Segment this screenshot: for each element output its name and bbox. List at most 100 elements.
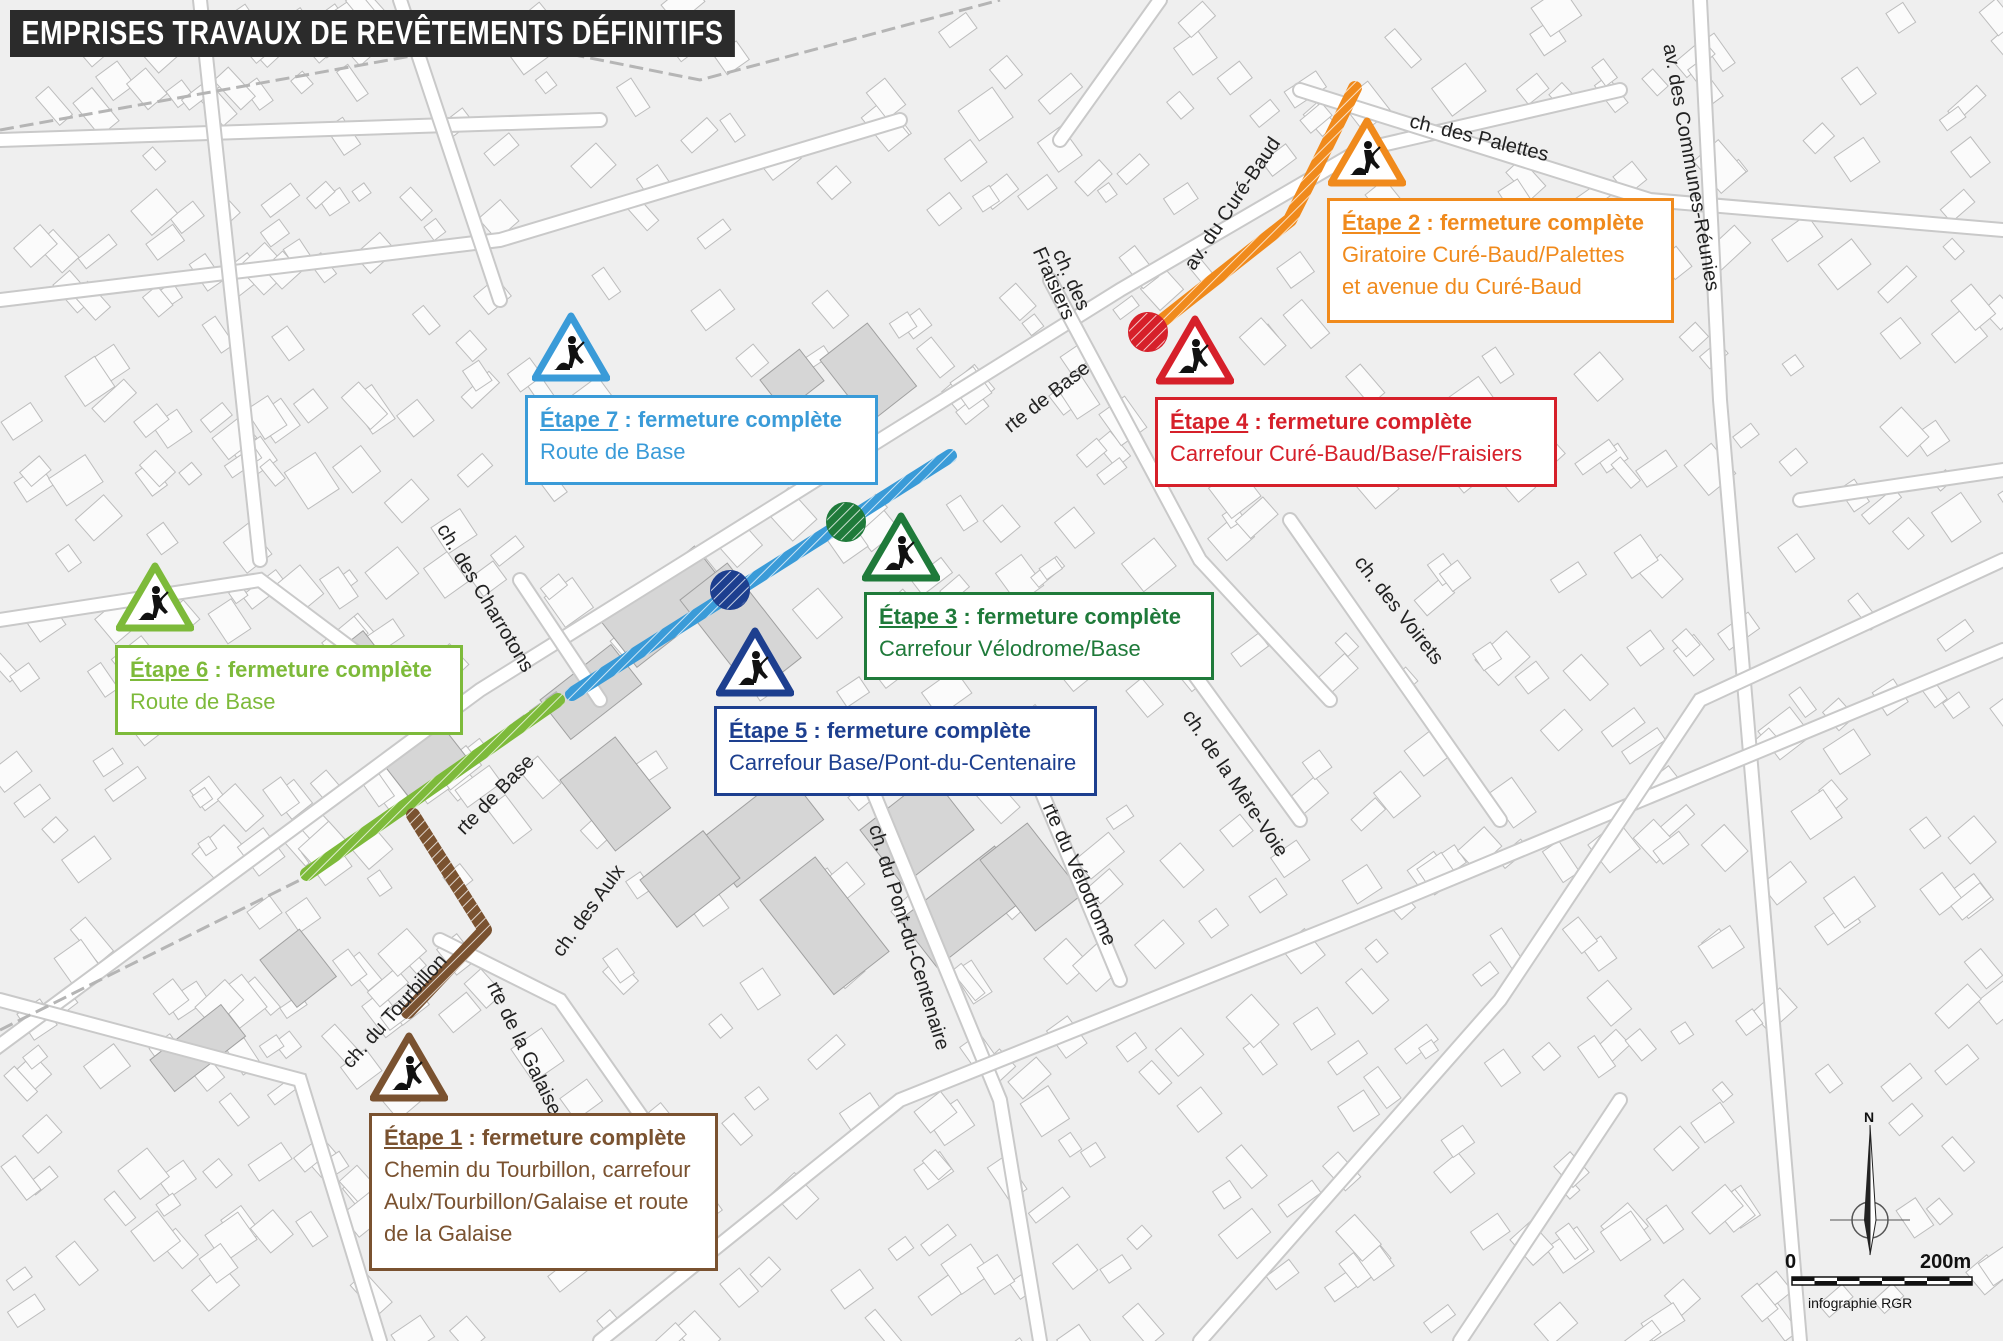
building [1645,1204,1685,1245]
building [1422,1303,1457,1334]
building [1711,1081,1734,1104]
building [735,343,770,378]
building [197,835,218,857]
building [1515,72,1550,106]
building [719,112,746,143]
building [1539,708,1584,752]
building [1471,960,1500,987]
stage-box-etape1: Étape 1 : fermeture complète Chemin du T… [369,1113,718,1271]
building [920,1223,957,1257]
building [82,1043,132,1090]
building [1697,924,1745,969]
building [1790,788,1843,841]
building [48,453,104,507]
building [1292,1006,1336,1051]
building [1115,1031,1148,1063]
building [1740,1282,1779,1323]
building [262,776,301,817]
building [461,359,493,392]
building [1096,181,1118,204]
stage-status: : fermeture complète [462,1125,686,1150]
building [811,289,850,330]
building [1621,1319,1662,1341]
building [332,444,382,494]
building [1514,660,1550,695]
building [1238,317,1287,366]
building [0,1155,42,1201]
stage-description: Giratoire Curé-Baud/Palettes et avenue d… [1342,242,1625,299]
building [680,116,719,154]
building [1963,947,2003,990]
road [1194,554,2003,1341]
building [146,521,179,556]
building [1833,136,1881,183]
works-etape6-hatch [300,693,565,881]
building [945,494,979,532]
building [510,1027,565,1083]
building [1936,618,1975,652]
building [1138,1059,1173,1096]
building [1086,867,1124,905]
building [1327,1039,1369,1076]
industrial-building [759,856,890,996]
building [1840,66,1877,106]
building [483,132,520,167]
works-etape5-junction-hatch [711,571,749,609]
scale-start-label: 0 [1785,1251,1797,1273]
building [1561,916,1599,955]
building [721,1112,754,1147]
building [1433,1151,1476,1194]
building [201,315,235,354]
building [519,755,562,800]
building [1225,1144,1268,1190]
building [130,1210,182,1263]
building [6,1293,46,1329]
building [1121,1302,1165,1341]
building [454,764,503,809]
building [1162,182,1199,216]
building [1481,346,1515,385]
industrial-building [559,736,672,852]
building [1576,1034,1617,1079]
building [1277,1179,1322,1218]
building [1234,496,1279,540]
building [1430,62,1487,117]
stage-status: : fermeture complète [1248,409,1472,434]
building [271,325,305,362]
building [486,794,533,845]
building [383,478,430,524]
stage-description: Carrefour Vélodrome/Base [879,636,1141,661]
building [1362,1065,1402,1110]
building [318,566,359,610]
building [1154,1027,1205,1078]
building [1895,1197,1935,1239]
building [1880,1062,1923,1103]
stage-description: Chemin du Tourbillon, carrefour Aulx/Tou… [384,1157,691,1246]
building [1079,1141,1106,1168]
building [1978,0,2003,37]
building [1021,313,1045,337]
building [1879,316,1922,360]
building [887,1235,915,1262]
building [1562,653,1610,702]
building [1919,871,1963,916]
building [1573,351,1624,403]
building [1700,823,1749,873]
building [1934,983,1982,1030]
building [1216,60,1253,96]
building [865,77,907,120]
building [216,783,265,833]
building [258,1034,285,1059]
building [807,1033,846,1071]
building [1019,1085,1071,1138]
building [1055,1323,1097,1341]
building [1112,294,1140,321]
building [1176,1086,1223,1134]
building [1888,1102,1924,1137]
building [305,180,336,210]
building [830,1268,875,1310]
building [1075,437,1108,469]
building [169,200,205,235]
building [41,816,69,844]
building [739,967,782,1011]
